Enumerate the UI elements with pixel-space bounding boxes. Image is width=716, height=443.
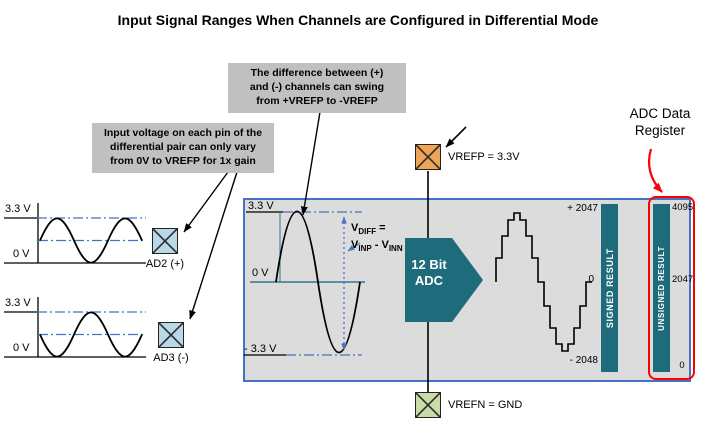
- vdiff-formula: VDIFF = VINP - VINN: [351, 222, 403, 253]
- vrefn-icon: [415, 392, 441, 418]
- signed-result-label: SIGNED RESULT: [604, 247, 615, 329]
- unsigned-max-value: 4095: [672, 202, 694, 213]
- adc-register-outline: [648, 196, 695, 380]
- signed-min-value: - 2048: [569, 355, 598, 366]
- callout-arrow-ad2: [183, 171, 229, 233]
- ad2-channel-icon: [152, 228, 178, 254]
- callout-diff-line2: and (-) channels can swing: [249, 80, 385, 93]
- adc-block-label: 12 Bit ADC: [411, 257, 447, 289]
- callout-pin-line3: from 0V to VREFP for 1x gain: [110, 154, 256, 167]
- callout-pin-line1: Input voltage on each pin of the: [103, 127, 263, 139]
- vrefp-arrow: [445, 126, 467, 148]
- vrefp-label: VREFP = 3.3V: [448, 151, 520, 163]
- ad3-vmin-label: 0 V: [13, 342, 30, 354]
- callout-diff-swing: The difference between (+) and (-) chann…: [228, 63, 406, 113]
- vrefn-label: VREFN = GND: [448, 399, 523, 411]
- vrefp-icon: [415, 144, 441, 170]
- signed-max-value: + 2047: [567, 203, 598, 214]
- diff-vmax-label: 3.3 V: [248, 200, 274, 212]
- ad3-channel-icon: [158, 322, 184, 348]
- callout-arrow-ad3: [189, 171, 238, 320]
- unsigned-mid-value: 2047: [672, 274, 694, 285]
- sine-wave-ad2: [39, 217, 143, 264]
- differential-mode-panel: [243, 198, 691, 382]
- diff-vzero-label: 0 V: [252, 267, 269, 279]
- adc-data-register-label: ADC Data Register: [629, 106, 691, 138]
- ad2-vmin-label: 0 V: [13, 248, 30, 260]
- unsigned-min-value: 0: [679, 360, 685, 371]
- callout-pin-line2: differential pair can only vary: [110, 140, 256, 153]
- ad3-channel-label: AD3 (-): [153, 352, 189, 364]
- unsigned-result-bar: UNSIGNED RESULT: [653, 204, 670, 372]
- callout-pin-range: Input voltage on each pin of the differe…: [92, 123, 274, 173]
- diff-vmin-label: - 3.3 V: [244, 343, 277, 355]
- ad3-vmax-label: 3.3 V: [5, 297, 31, 309]
- sine-wave-ad3: [39, 311, 143, 358]
- signed-result-bar: SIGNED RESULT: [601, 204, 618, 372]
- adc-register-arrow: [647, 148, 663, 193]
- signed-mid-value: 0: [588, 274, 594, 285]
- callout-diff-line3: from +VREFP to -VREFP: [256, 94, 378, 107]
- callout-diff-line1: The difference between (+): [250, 67, 384, 79]
- page-title: Input Signal Ranges When Channels are Co…: [117, 12, 599, 28]
- ad2-vmax-label: 3.3 V: [5, 203, 31, 215]
- unsigned-result-label: UNSIGNED RESULT: [657, 245, 666, 331]
- ad2-channel-label: AD2 (+): [145, 258, 185, 270]
